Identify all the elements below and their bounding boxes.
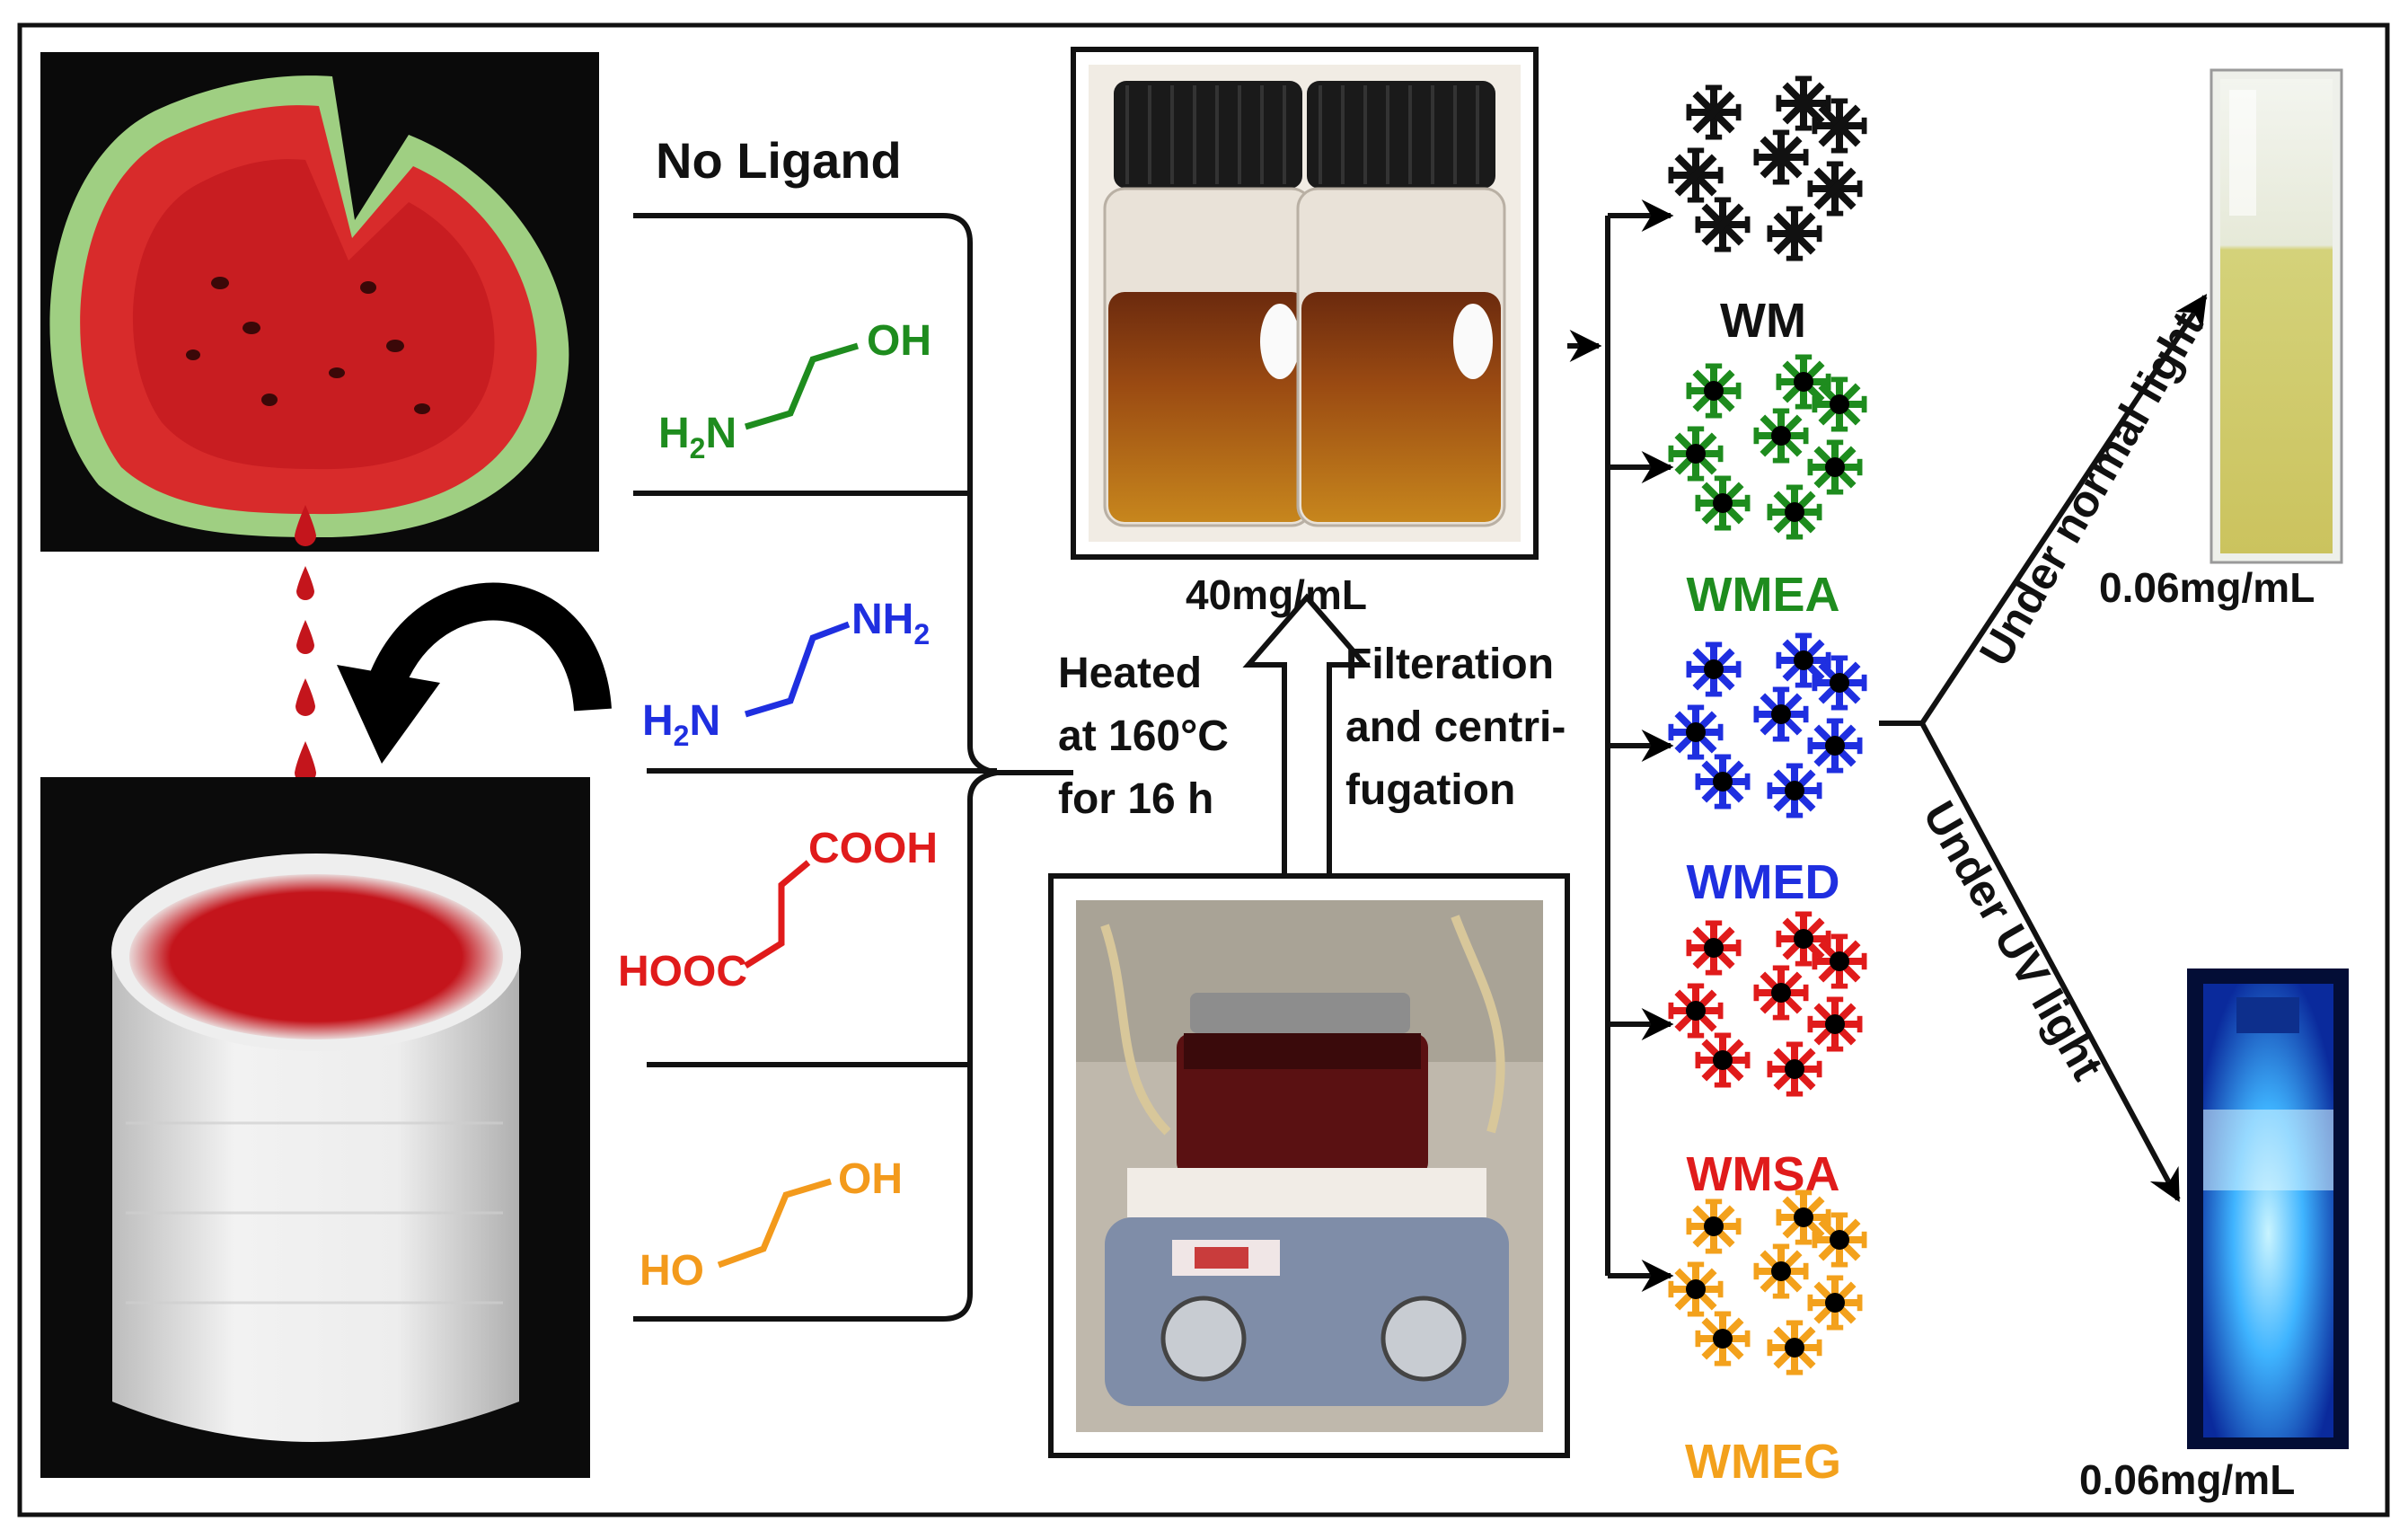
ethanolamine-n: N bbox=[705, 410, 737, 457]
heated-line1: Heated bbox=[1058, 650, 1202, 697]
product-cluster-wmea bbox=[1669, 355, 1866, 539]
svg-text:H2N: H2N bbox=[658, 410, 737, 464]
ligand-bracket bbox=[633, 213, 1073, 1322]
ethylenediamine-nh: NH bbox=[851, 596, 913, 643]
ethanolamine-h: H bbox=[658, 410, 690, 457]
vials-photo bbox=[1071, 47, 1539, 560]
products-column: WM WMEA WMED WMSA WMEG bbox=[1669, 76, 1866, 1489]
product-label-wmea: WMEA bbox=[1687, 568, 1840, 622]
concentration-normal: 0.06mg/mL bbox=[2099, 564, 2315, 611]
filtration-line2: and centri- bbox=[1345, 703, 1566, 751]
product-cluster-wmsa bbox=[1669, 912, 1866, 1096]
product-label-wmsa: WMSA bbox=[1687, 1147, 1840, 1201]
ethanolamine-structure: OH H2N bbox=[658, 317, 931, 464]
ethylenediamine-structure: NH2 H2N bbox=[642, 596, 930, 752]
ethylenediamine-h2n-sub: 2 bbox=[674, 720, 690, 752]
watermelon-photo bbox=[40, 52, 599, 552]
ethylenediamine-h: H bbox=[642, 697, 674, 745]
product-label-wm: WM bbox=[1720, 294, 1806, 348]
product-cluster-wmed bbox=[1669, 633, 1866, 818]
concentration-vials: 40mg/mL bbox=[1186, 571, 1367, 618]
concentration-uv: 0.06mg/mL bbox=[2079, 1456, 2295, 1503]
cuvette-normal-photo bbox=[2210, 68, 2343, 564]
cuvette-uv-photo bbox=[2187, 969, 2349, 1449]
product-label-wmeg: WMEG bbox=[1685, 1435, 1841, 1489]
heated-line3: for 16 h bbox=[1058, 775, 1213, 823]
svg-text:H2N: H2N bbox=[642, 697, 720, 752]
svg-text:NH2: NH2 bbox=[851, 596, 930, 650]
heated-line2: at 160°C bbox=[1058, 712, 1229, 760]
vial-left bbox=[1103, 81, 1313, 527]
ethylene-glycol-ho: HO bbox=[639, 1247, 704, 1295]
curved-arrow-icon bbox=[337, 582, 612, 764]
ethylenediamine-nh2-sub: 2 bbox=[913, 618, 930, 650]
succinic-cooh: COOH bbox=[808, 825, 938, 872]
product-arrows bbox=[1567, 199, 1674, 1292]
succinic-hooc: HOOC bbox=[618, 948, 747, 995]
ethanolamine-sub: 2 bbox=[690, 432, 706, 464]
succinic-acid-structure: COOH HOOC bbox=[618, 825, 938, 995]
filtration-line1: Filteration bbox=[1345, 641, 1554, 688]
product-cluster-wmeg bbox=[1669, 1190, 1866, 1375]
product-label-wmed: WMED bbox=[1687, 855, 1840, 909]
juice-cup-photo bbox=[40, 777, 590, 1478]
ethylene-glycol-oh: OH bbox=[838, 1155, 903, 1203]
ethylenediamine-n: N bbox=[689, 697, 720, 745]
no-ligand-label: No Ligand bbox=[656, 132, 902, 189]
hotplate-photo bbox=[1048, 873, 1570, 1458]
ethanolamine-oh: OH bbox=[867, 317, 931, 365]
vial-right bbox=[1296, 81, 1506, 527]
lighting-arrows bbox=[1879, 293, 2208, 1203]
ethylene-glycol-structure: OH HO bbox=[639, 1155, 903, 1295]
filtration-line3: fugation bbox=[1345, 766, 1515, 814]
